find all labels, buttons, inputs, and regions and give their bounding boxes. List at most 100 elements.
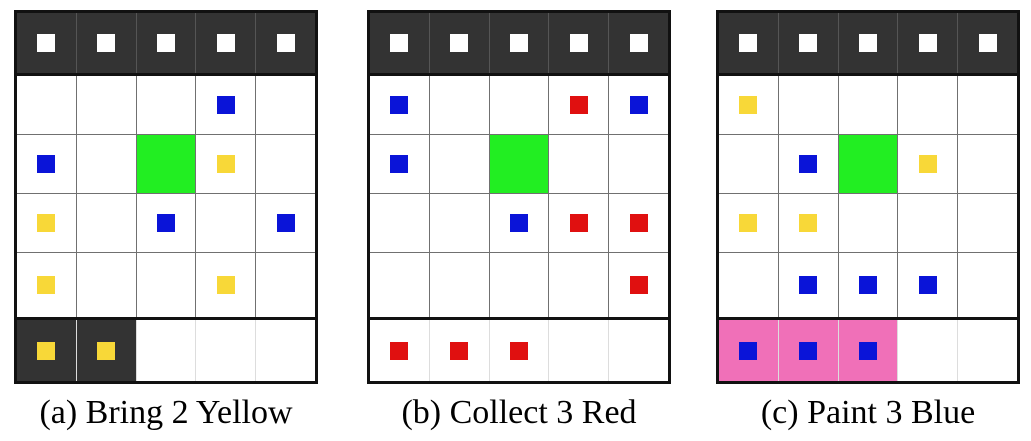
grid-cell: [370, 194, 430, 253]
yellow-square: [37, 341, 56, 360]
top-cell: [898, 13, 959, 73]
white-square: [450, 34, 469, 52]
white-square: [216, 34, 235, 52]
grid-cell: [17, 76, 77, 135]
separator: [17, 73, 315, 76]
grid-row: [17, 76, 315, 135]
inventory-slot: [719, 320, 779, 381]
highlighted-cell: [838, 135, 899, 194]
blue-square: [858, 341, 877, 360]
inventory-slot: [958, 320, 1017, 381]
yellow-square: [739, 96, 758, 114]
top-cell: [489, 13, 550, 73]
caption-c: (c) Paint 3 Blue: [760, 394, 976, 431]
grid-row: [17, 253, 315, 317]
grid-cell: [370, 135, 430, 194]
top-cell: [838, 13, 899, 73]
separator: [370, 73, 668, 76]
grid-cell: [778, 194, 839, 253]
grid-row: [370, 135, 668, 194]
blue-square: [390, 96, 409, 114]
grid-cell: [609, 135, 668, 194]
white-square: [37, 34, 56, 52]
grid-cell: [490, 253, 550, 317]
panel-b: [367, 10, 671, 384]
inventory-slot: [136, 320, 197, 381]
caption-b: (b) Collect 3 Red: [401, 394, 637, 431]
highlighted-cell: [136, 135, 197, 194]
grid-cell: [958, 253, 1017, 317]
inventory-slot: [256, 320, 315, 381]
top-row: [17, 13, 315, 73]
blue-square: [799, 276, 818, 294]
grid-cell: [76, 194, 137, 253]
inventory-slot: [549, 320, 610, 381]
top-cell: [958, 13, 1017, 73]
white-square: [858, 34, 877, 52]
grid-row: [719, 135, 1017, 194]
red-square: [509, 341, 528, 360]
blue-square: [156, 214, 175, 232]
grid-cell: [17, 253, 77, 317]
highlighted-cell: [489, 135, 550, 194]
grid-cell: [958, 194, 1017, 253]
white-square: [739, 34, 758, 52]
inventory-slot: [898, 320, 959, 381]
grid-row: [370, 76, 668, 135]
grid-cell: [17, 194, 77, 253]
grid-cell: [898, 135, 959, 194]
grid-cell: [609, 253, 668, 317]
grid-cell: [549, 135, 610, 194]
separator: [17, 317, 315, 320]
blue-square: [739, 341, 758, 360]
panel-a: [14, 10, 318, 384]
grid-cell: [77, 253, 137, 317]
blue-square: [858, 276, 877, 294]
separator: [719, 317, 1017, 320]
inventory-slot: [196, 320, 257, 381]
top-cell: [719, 13, 779, 73]
grid-cell: [430, 253, 490, 317]
top-cell: [429, 13, 490, 73]
blue-square: [276, 214, 295, 232]
grid-cell: [549, 76, 610, 135]
grid-cell: [609, 194, 668, 253]
grid-row: [370, 253, 668, 317]
panel-c: [716, 10, 1020, 384]
grid-cell: [838, 194, 899, 253]
inventory-slot: [778, 320, 839, 381]
inventory-slot: [609, 320, 668, 381]
white-square: [509, 34, 528, 52]
grid-cell: [719, 194, 779, 253]
yellow-square: [216, 155, 235, 173]
grid-row: [719, 194, 1017, 253]
blue-square: [799, 341, 818, 360]
grid-cell: [256, 253, 315, 317]
grid-cell: [370, 76, 430, 135]
grid-cell: [196, 76, 257, 135]
top-cell: [76, 13, 137, 73]
blue-square: [216, 96, 235, 114]
blue-square: [37, 155, 56, 173]
top-row: [719, 13, 1017, 73]
yellow-square: [918, 155, 937, 173]
grid-cell: [958, 135, 1017, 194]
grid-row: [719, 76, 1017, 135]
separator: [719, 73, 1017, 76]
top-cell: [136, 13, 197, 73]
red-square: [569, 214, 588, 232]
red-square: [629, 214, 648, 232]
blue-square: [390, 155, 409, 173]
top-cell: [256, 13, 315, 73]
yellow-square: [739, 214, 758, 232]
yellow-square: [37, 214, 56, 232]
grid-cell: [958, 76, 1017, 135]
yellow-square: [37, 276, 56, 294]
grid-cell: [136, 76, 197, 135]
grid-cell: [429, 76, 490, 135]
white-square: [156, 34, 175, 52]
white-square: [276, 34, 295, 52]
grid-cell: [778, 76, 839, 135]
grid-cell: [549, 253, 610, 317]
grid-cell: [489, 76, 550, 135]
